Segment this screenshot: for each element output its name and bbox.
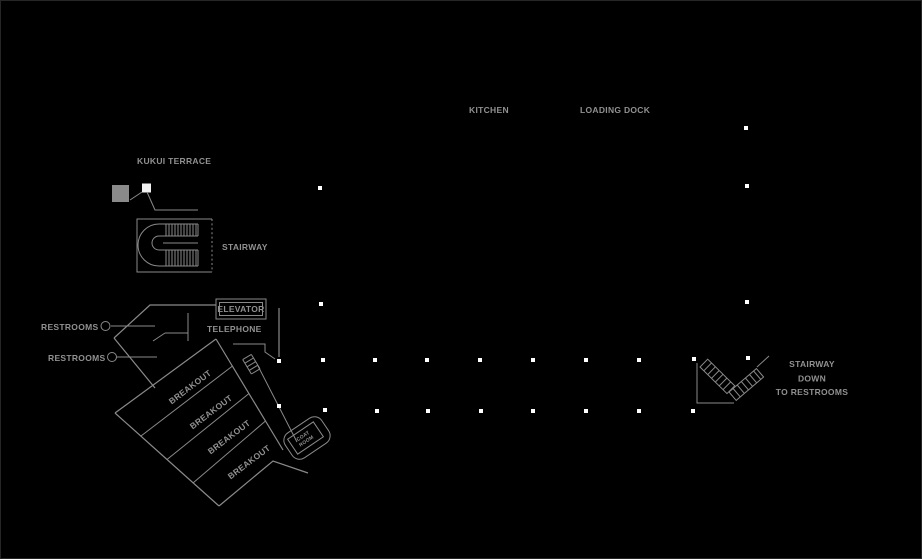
stairway-label: STAIRWAY bbox=[222, 242, 268, 252]
restrooms-upper-label: RESTROOMS bbox=[41, 322, 99, 332]
breakout-divider-2 bbox=[166, 393, 250, 460]
elevator-cab bbox=[219, 302, 263, 316]
column-dot bbox=[637, 409, 641, 413]
column-dot bbox=[531, 409, 535, 413]
column-dot bbox=[373, 358, 377, 362]
column-dot bbox=[745, 300, 749, 304]
lobby-southwest-wall bbox=[113, 337, 156, 389]
column-dot bbox=[426, 409, 430, 413]
stair-treads bbox=[165, 224, 197, 266]
telephone-label: TELEPHONE bbox=[207, 324, 262, 334]
stair-corner-wall bbox=[696, 363, 734, 404]
corridor-mouth-wall bbox=[233, 343, 276, 360]
lobby-north-wall bbox=[113, 304, 216, 339]
restrooms-lower-label: RESTROOMS bbox=[48, 353, 106, 363]
breakout-se-wall bbox=[218, 460, 309, 507]
restroom-interior-wall-d bbox=[152, 332, 166, 342]
kukui-terrace-label: KUKUI TERRACE bbox=[137, 156, 211, 166]
column-dot bbox=[375, 409, 379, 413]
column-dot bbox=[323, 408, 327, 412]
entry-path-line bbox=[146, 191, 198, 211]
stairway-down-label-line2: DOWN bbox=[798, 374, 826, 384]
column-dot bbox=[319, 302, 323, 306]
column-dot bbox=[277, 359, 281, 363]
column-dot bbox=[425, 358, 429, 362]
column-dot bbox=[744, 126, 748, 130]
column-dot bbox=[745, 184, 749, 188]
column-dot bbox=[479, 409, 483, 413]
corridor-steps-icon bbox=[242, 353, 261, 375]
kukui-terrace-group: KUKUI TERRACE bbox=[112, 156, 211, 211]
lobby-group: RESTROOMS RESTROOMS ELEVATOR TELEPHONE bbox=[41, 298, 267, 389]
column-dot bbox=[637, 358, 641, 362]
breakout-room-label: BREAKOUT bbox=[188, 392, 235, 431]
column-dots-layer bbox=[277, 126, 750, 413]
column-dot bbox=[691, 409, 695, 413]
coat-room-group: COAT ROOM bbox=[283, 416, 331, 460]
breakout-ne-wall bbox=[215, 338, 284, 451]
breakout-room-label: BREAKOUT bbox=[167, 367, 214, 406]
column-dot bbox=[277, 404, 281, 408]
stairway-group: STAIRWAY bbox=[136, 218, 268, 273]
coat-room-inner bbox=[286, 421, 325, 455]
terrace-marker-icon bbox=[112, 185, 129, 202]
breakout-room-label: BREAKOUT bbox=[206, 417, 253, 456]
entry-marker-icon bbox=[142, 183, 151, 193]
breakout-nw-wall bbox=[114, 338, 217, 414]
breakout-rooms-group: BREAKOUT BREAKOUT BREAKOUT BREAKOUT bbox=[114, 338, 309, 507]
column-dot bbox=[692, 357, 696, 361]
restrooms-lower-marker-icon bbox=[107, 352, 117, 362]
column-dot bbox=[321, 358, 325, 362]
stairway-down-group: STAIRWAY DOWN TO RESTROOMS bbox=[696, 355, 848, 404]
elevator-outline bbox=[215, 298, 267, 320]
terrace-connector-line bbox=[129, 191, 143, 201]
column-dot bbox=[531, 358, 535, 362]
restrooms-upper-marker-icon bbox=[100, 321, 111, 331]
column-dot bbox=[746, 356, 750, 360]
stairway-down-label-line3: TO RESTROOMS bbox=[776, 387, 848, 397]
column-dot bbox=[584, 409, 588, 413]
stair-down-icon bbox=[699, 355, 770, 402]
elevator-label: ELEVATOR bbox=[217, 304, 264, 314]
coat-room-outline bbox=[283, 416, 331, 460]
stairway-down-label-line1: STAIRWAY bbox=[789, 359, 835, 369]
breakout-divider-3 bbox=[192, 420, 266, 484]
stairway-enclosure bbox=[136, 218, 212, 273]
column-dot bbox=[318, 186, 322, 190]
loading-dock-label: LOADING DOCK bbox=[580, 105, 651, 115]
column-dot bbox=[478, 358, 482, 362]
column-dot bbox=[584, 358, 588, 362]
kitchen-label: KITCHEN bbox=[469, 105, 509, 115]
stair-icon bbox=[137, 223, 199, 267]
breakout-divider-1 bbox=[140, 365, 233, 437]
